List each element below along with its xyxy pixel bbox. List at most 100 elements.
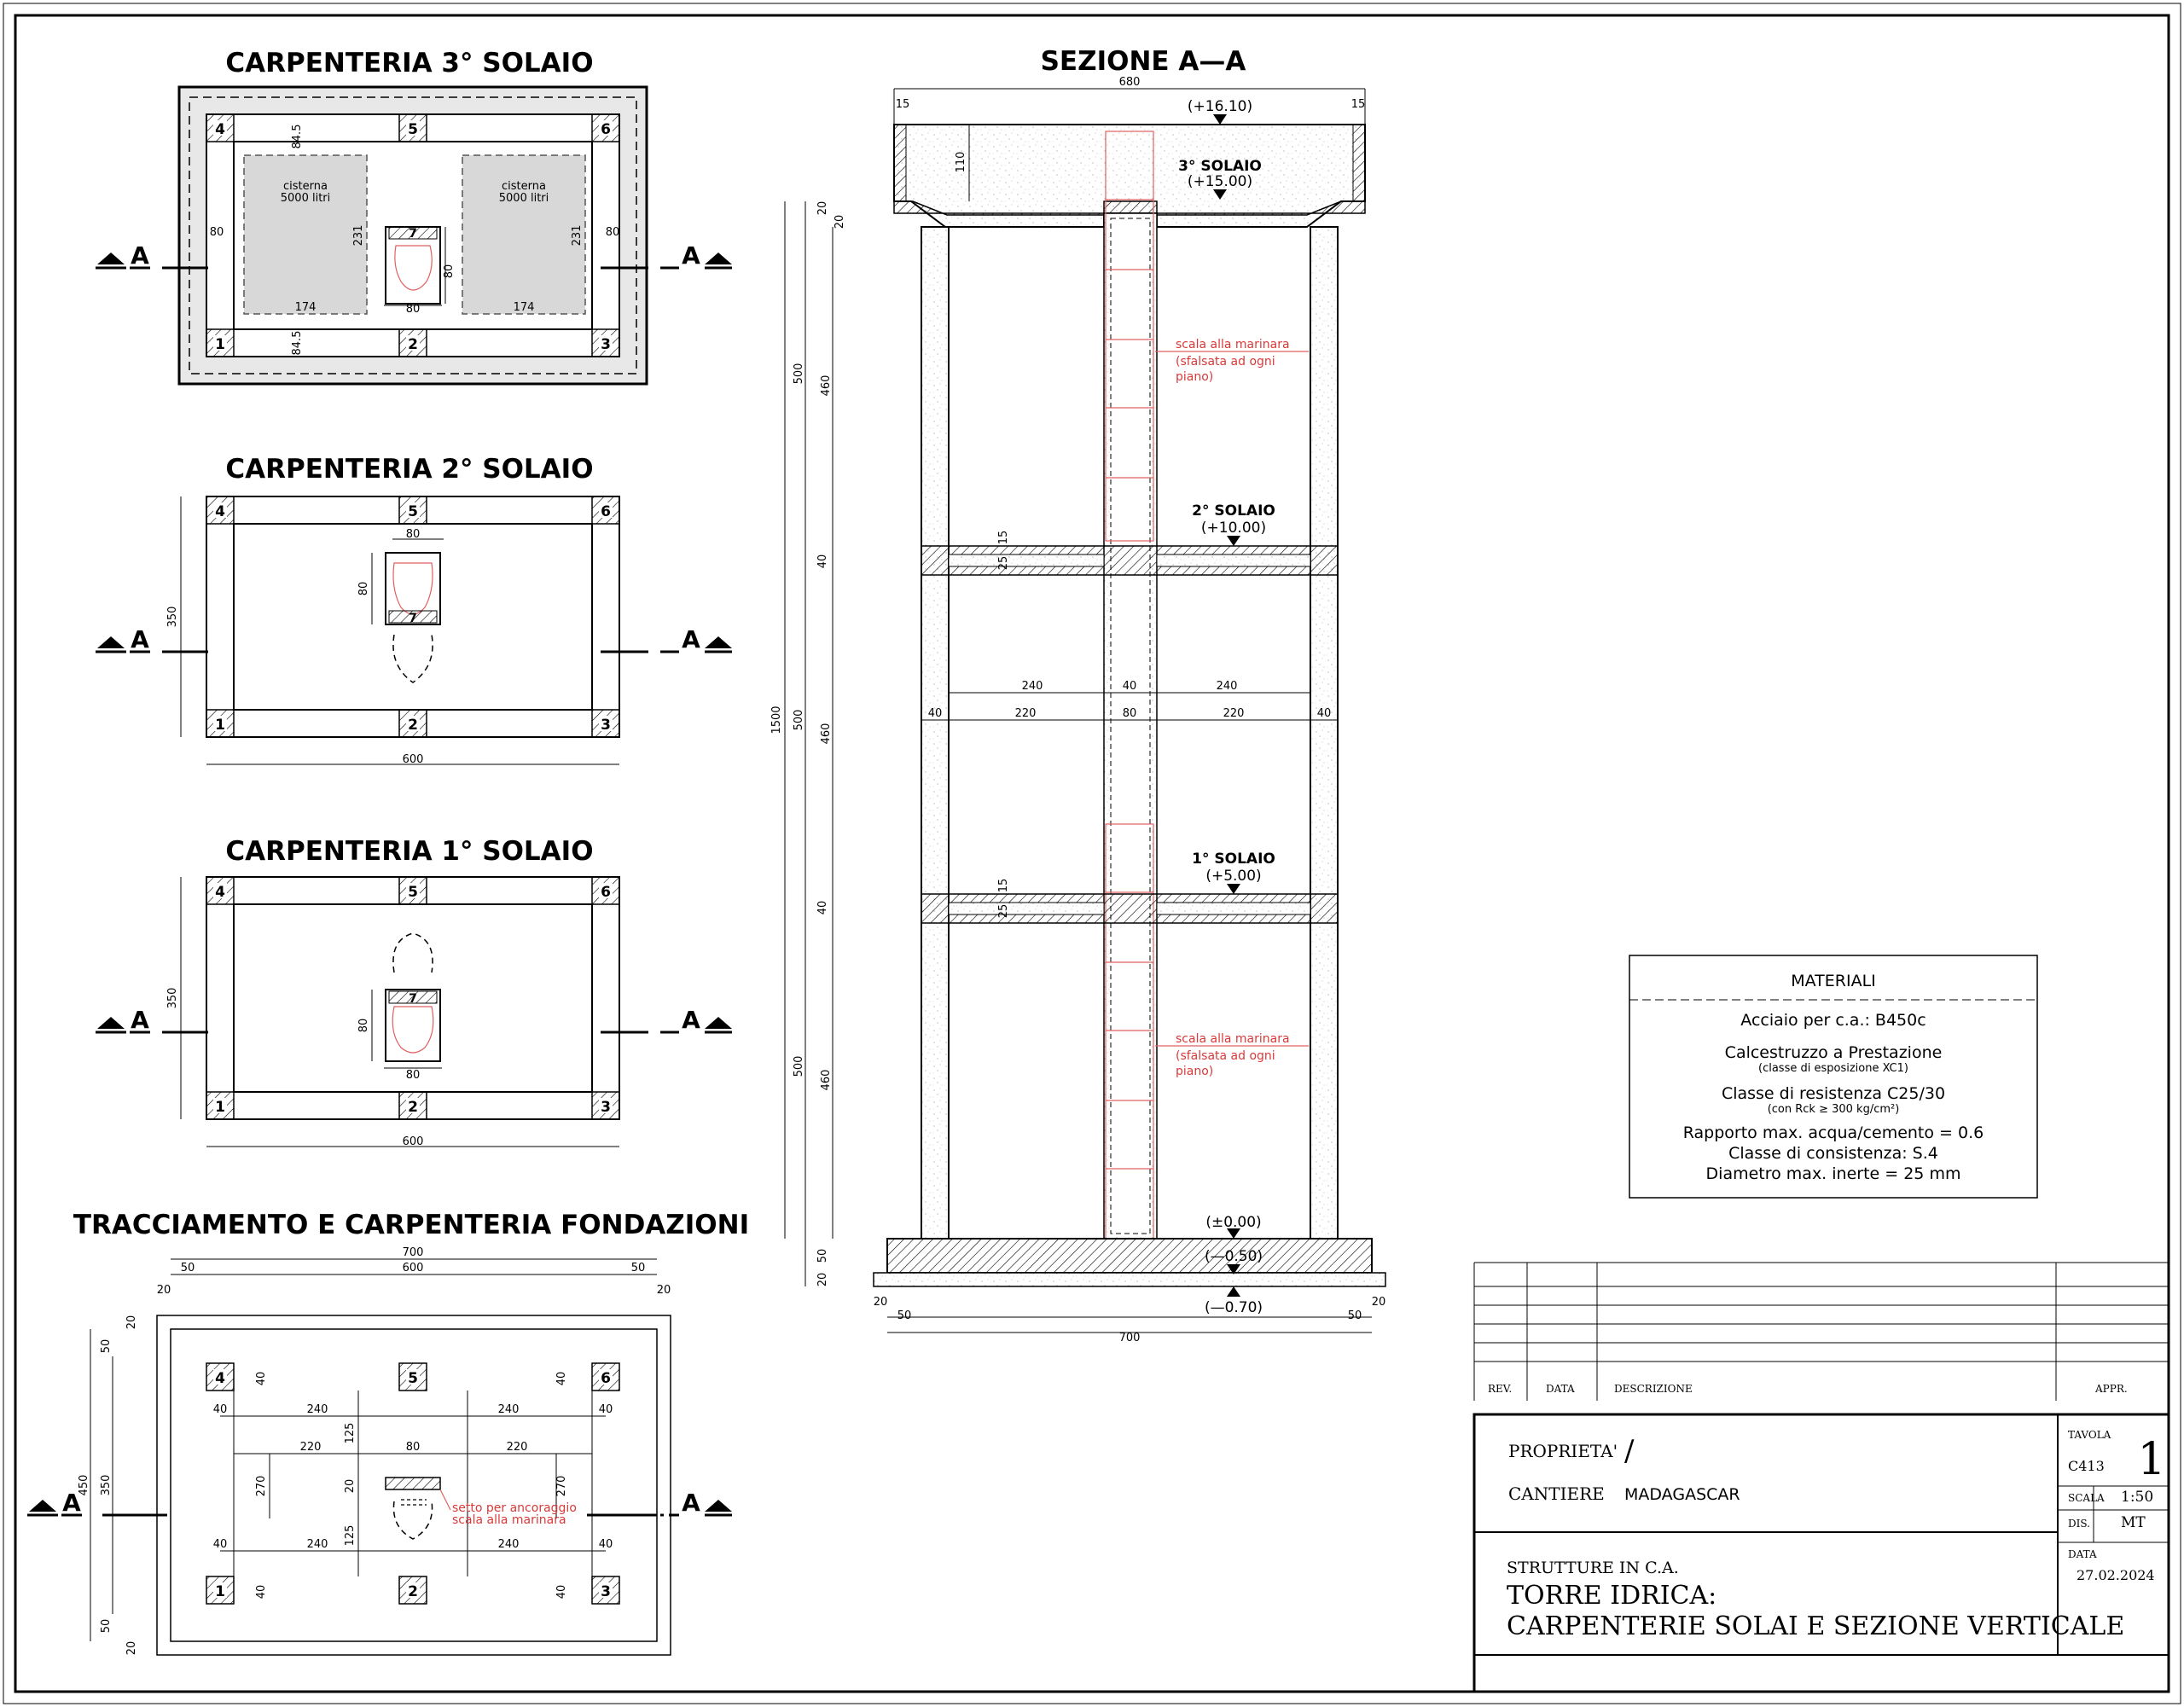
- tavola-number: 1: [2137, 1434, 2165, 1485]
- dim-label: 350: [166, 607, 179, 628]
- proprieta-value: /: [1624, 1434, 1635, 1468]
- tavola-code: C413: [2068, 1458, 2105, 1474]
- materials-box: MATERIALI Acciaio per c.a.: B450cCalcest…: [1629, 955, 2038, 1199]
- section-marker-right: A: [587, 1489, 732, 1517]
- pillar-label: 6: [601, 884, 611, 901]
- dim-label: 50: [100, 1619, 113, 1634]
- materials-line: Classe di resistenza C25/30: [1722, 1084, 1945, 1103]
- section-a-a: SEZIONE A—A 680 15 15 110 (+16.10) 3° SO…: [770, 46, 1386, 1344]
- dim-label: 15: [1351, 98, 1366, 111]
- materials-line: Calcestruzzo a Prestazione: [1725, 1043, 1943, 1062]
- dim-label: 15: [997, 531, 1010, 545]
- dim-label: 125: [344, 1525, 357, 1547]
- dim-label: 220: [1223, 707, 1245, 720]
- dim-label: 600: [403, 1262, 424, 1274]
- slab-1-label: 1° SOLAIO: [1192, 851, 1275, 868]
- dim-label: 600: [403, 1135, 424, 1148]
- slab-3-label: 3° SOLAIO: [1178, 158, 1262, 175]
- materials-line: Rapporto max. acqua/cemento = 0.6: [1683, 1123, 1984, 1142]
- pillar-label: 4: [215, 121, 225, 138]
- dim-label: 80: [406, 1069, 421, 1082]
- section-marker-right: A: [601, 241, 732, 270]
- dim-label: 80: [357, 582, 370, 596]
- dim-label: 20: [344, 1479, 357, 1494]
- dim-label: 80: [210, 226, 224, 239]
- pillar-7-label: 7: [409, 227, 417, 241]
- dim-label: 460: [820, 1070, 833, 1091]
- dim-label: 174: [514, 301, 535, 314]
- pillar-5: [398, 113, 427, 142]
- section-marker-right: A: [601, 1006, 732, 1034]
- ladder-note-upper-1: scala alla marinara: [1176, 338, 1290, 351]
- dim-label: 500: [793, 363, 805, 385]
- dim-label: 40: [1317, 707, 1332, 720]
- rev-header: REV.: [1488, 1383, 1512, 1395]
- slab-2-label: 2° SOLAIO: [1192, 502, 1275, 520]
- materials-line: Diametro max. inerte = 25 mm: [1706, 1164, 1961, 1183]
- tank-right-volume: 5000 litri: [499, 192, 549, 205]
- pillar-label: 1: [215, 717, 225, 734]
- pillar-label: 3: [601, 1099, 611, 1116]
- dim-label: 125: [344, 1423, 357, 1444]
- dim-label: 350: [166, 988, 179, 1009]
- dim-label: 174: [295, 301, 317, 314]
- dim-label: 40: [555, 1585, 568, 1600]
- dim-label: 50: [816, 1249, 829, 1263]
- lean-concrete: [873, 1272, 1386, 1287]
- section-title: SEZIONE A—A: [1041, 46, 1246, 77]
- level-s2: (+10.00): [1201, 520, 1266, 537]
- dim-label: 40: [213, 1403, 228, 1416]
- foundations-title: TRACCIAMENTO E CARPENTERIA FONDAZIONI: [73, 1210, 749, 1240]
- plan-1-title: CARPENTERIA 1° SOLAIO: [225, 836, 593, 867]
- foundation-note-2: scala alla marinara: [452, 1513, 566, 1527]
- plan-1-solaio: CARPENTERIA 1° SOLAIO 4 5 6 1 2 3 7 80 8…: [96, 836, 732, 1148]
- materials-line: Classe di consistenza: S.4: [1728, 1144, 1938, 1163]
- dim-label: 700: [403, 1246, 424, 1259]
- dim-label: 20: [125, 1641, 138, 1656]
- dim-label: 80: [406, 303, 421, 316]
- dim-label: 240: [307, 1403, 328, 1416]
- pillar-label: 5: [408, 503, 418, 520]
- dim-label: 20: [657, 1284, 671, 1297]
- dim-label: 270: [555, 1476, 568, 1497]
- pillar-label: 4: [215, 503, 225, 520]
- tank-right-label: cisterna: [502, 180, 546, 193]
- column-left: [921, 226, 950, 1240]
- outer-border: [3, 3, 2181, 1704]
- pillar-label: 4: [215, 1370, 225, 1387]
- svg-text:A: A: [62, 1489, 81, 1517]
- dim-label: 84.5: [291, 331, 304, 356]
- ladder-note-upper-2: (sfalsata ad ogni: [1176, 355, 1275, 369]
- pillar-label: 1: [215, 1583, 225, 1600]
- dim-label: 40: [213, 1538, 228, 1551]
- data-header: DATA: [1546, 1383, 1575, 1395]
- materials-title: MATERIALI: [1791, 972, 1876, 990]
- pillar-label: 3: [601, 336, 611, 353]
- pillar-label: 5: [408, 1370, 418, 1387]
- scala-value: 1:50: [2121, 1489, 2153, 1506]
- dim-label: 15: [896, 98, 910, 111]
- dim-label: 231: [571, 225, 584, 247]
- materials-line: Acciaio per c.a.: B450c: [1740, 1011, 1926, 1030]
- dim-label: 460: [820, 723, 833, 745]
- pillar-label: 2: [408, 1583, 418, 1600]
- appr-header: APPR.: [2094, 1383, 2128, 1395]
- section-marker-right: A: [601, 625, 732, 653]
- inner-border: [14, 14, 2170, 1693]
- title-block: PROPRIETA' / CANTIERE MADAGASCAR STRUTTU…: [1472, 1413, 2170, 1693]
- tavola-label: TAVOLA: [2068, 1429, 2111, 1441]
- svg-text:A: A: [131, 625, 149, 653]
- section-marker-left: A: [96, 625, 208, 653]
- dim-label: 40: [555, 1372, 568, 1386]
- pillar-label: 4: [215, 884, 225, 901]
- dis-value: MT: [2121, 1514, 2146, 1531]
- revision-table: [1473, 1262, 2169, 1401]
- pillar-7-label: 7: [409, 612, 417, 625]
- dim-label: 50: [100, 1339, 113, 1354]
- materials-line: (classe di esposizione XC1): [1758, 1062, 1908, 1075]
- dim-label: 40: [255, 1585, 268, 1600]
- subject-line-2: CARPENTERIE SOLAI E SEZIONE VERTICALE: [1507, 1611, 2124, 1641]
- level-m050: (—0.50): [1205, 1248, 1263, 1265]
- dim-label: 220: [507, 1441, 528, 1454]
- dim-label: 20: [874, 1296, 888, 1309]
